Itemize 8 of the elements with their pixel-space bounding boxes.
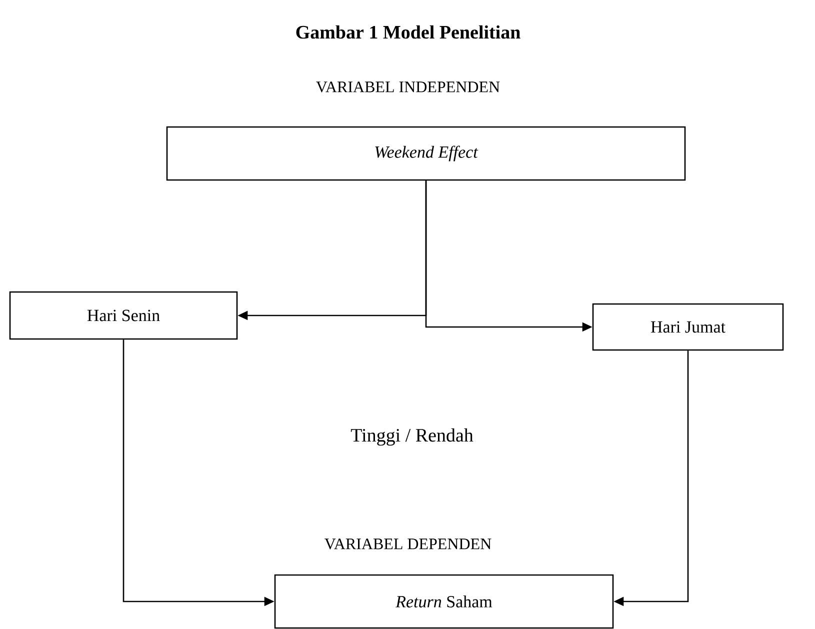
label-text: Tinggi / Rendah xyxy=(350,428,474,446)
process-box: Hari Senin xyxy=(9,291,238,340)
label-text: VARIABEL INDEPENDEN xyxy=(316,82,500,92)
process-box: Weekend Effect xyxy=(166,126,686,181)
title: Gambar 1 Model Penelitian xyxy=(296,25,520,39)
process-box: Hari Jumat xyxy=(592,303,784,351)
process-box: Return Saham xyxy=(274,574,614,629)
label-text: VARIABEL DEPENDEN xyxy=(324,538,492,550)
